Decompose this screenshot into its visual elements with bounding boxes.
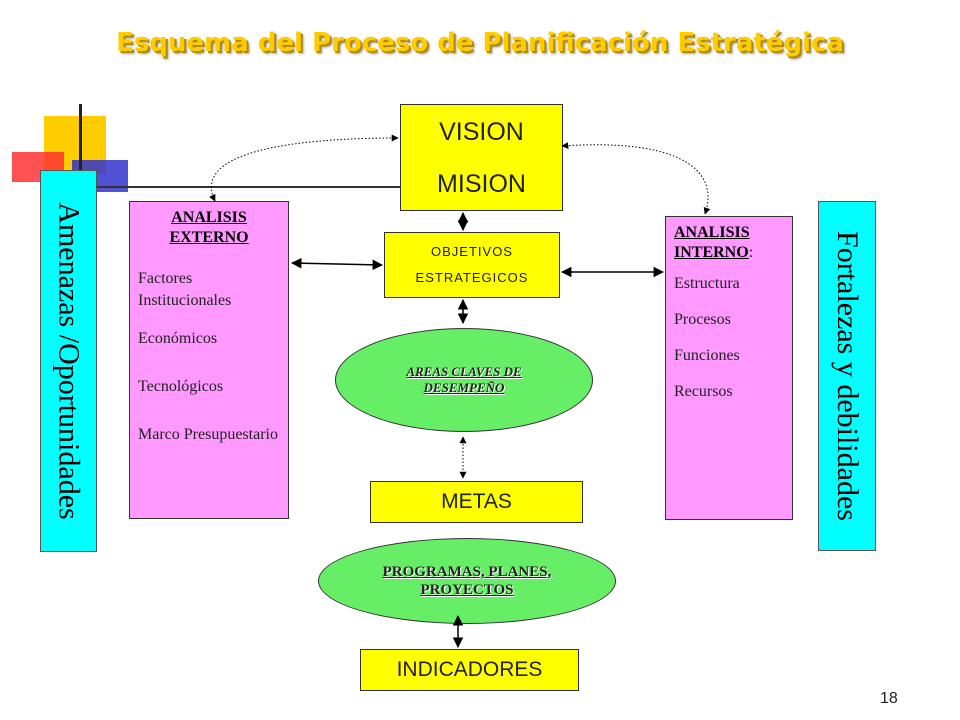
metas-label: METAS	[441, 490, 512, 513]
analisis-interno-heading: ANALISIS INTERNO:	[674, 223, 784, 263]
analisis-interno-heading-line1: ANALISIS	[674, 224, 750, 241]
analisis-externo-heading-line1: ANALISIS	[171, 209, 247, 226]
objetivos-estrategicos-box: OBJETIVOS ESTRATEGICOS	[384, 232, 560, 298]
vision-mision-box: VISION MISION	[400, 104, 563, 211]
decorative-vertical-line	[79, 104, 82, 190]
list-item: Factores Institucionales	[138, 270, 232, 309]
amenazas-oportunidades-banner: Amenazas /Oportunidades	[40, 170, 97, 552]
mision-label: MISION	[437, 169, 526, 198]
fortalezas-debilidades-banner: Fortalezas y debilidades	[818, 201, 876, 551]
metas-box: METAS	[370, 481, 583, 523]
analisis-externo-heading: ANALISIS EXTERNO	[138, 208, 280, 248]
indicadores-box: INDICADORES	[360, 649, 579, 691]
list-item: Funciones	[674, 347, 740, 364]
analisis-externo-heading-line2: EXTERNO	[169, 229, 249, 246]
programas-label-line2: PROYECTOS	[420, 582, 514, 598]
analisis-externo-box: ANALISIS EXTERNO Factores Institucionale…	[129, 201, 289, 519]
areas-claves-label-line1: AREAS CLAVES DE	[406, 364, 522, 379]
analisis-interno-colon: :	[748, 244, 754, 261]
list-item: Estructura	[674, 275, 740, 292]
programas-ellipse: PROGRAMAS, PLANES, PROYECTOS	[318, 538, 616, 624]
page-number: 18	[880, 690, 898, 707]
list-item: Recursos	[674, 383, 733, 400]
page-title: Esquema del Proceso de Planificación Est…	[116, 28, 844, 58]
vision-label: VISION	[439, 117, 524, 146]
list-item: Marco Presupuestario	[138, 426, 278, 443]
analisis-interno-box: ANALISIS INTERNO: Estructura Procesos Fu…	[665, 216, 793, 520]
analisis-interno-heading-line2: INTERNO	[674, 244, 749, 261]
arrow-externo-objetivos	[290, 257, 384, 271]
list-item: Tecnológicos	[138, 378, 224, 395]
areas-claves-ellipse: AREAS CLAVES DE DESEMPEÑO	[335, 328, 593, 432]
programas-label-line1: PROGRAMAS, PLANES,	[382, 564, 552, 580]
objetivos-label: OBJETIVOS	[431, 244, 513, 259]
indicadores-label: INDICADORES	[396, 658, 543, 681]
estrategicos-label: ESTRATEGICOS	[415, 270, 529, 285]
arrow-vision-interno	[561, 142, 711, 215]
list-item: Procesos	[674, 311, 731, 328]
areas-claves-label-line2: DESEMPEÑO	[423, 380, 505, 395]
arrow-externo-vision	[209, 134, 399, 202]
list-item: Económicos	[138, 330, 218, 347]
